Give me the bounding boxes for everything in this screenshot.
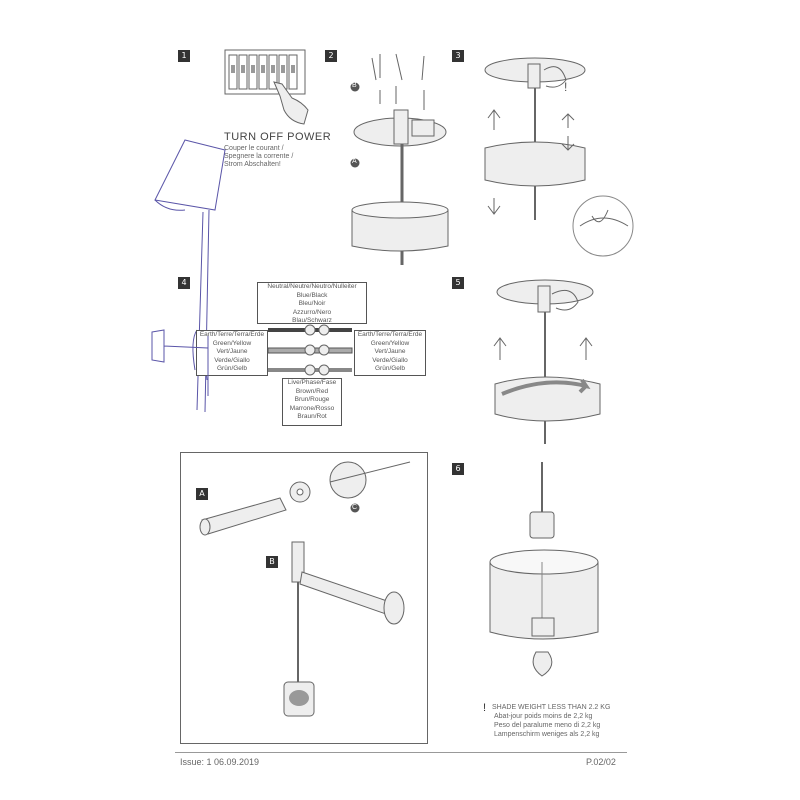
terminal-block-illustration: [267, 324, 353, 376]
hand-icon: [273, 81, 309, 125]
page-number: P.02/02: [586, 757, 616, 767]
step-number-6: 6: [452, 463, 464, 475]
shade-rotate-illustration: [493, 279, 601, 444]
footer-divider: [175, 752, 627, 753]
step-number-5: 5: [452, 277, 464, 289]
inset-label-b: B: [266, 556, 278, 568]
ceiling-plate-mounting-illustration: [351, 53, 449, 265]
shade-weight-warning-it: Peso del paralume meno di 2,2 kg: [494, 722, 601, 729]
shade-raise-illustration: [484, 57, 634, 257]
power-translation-1: Couper le courant /: [224, 145, 284, 152]
label-a-marker: [350, 158, 360, 168]
arrow-down-icon: [487, 198, 501, 215]
inset-label-c-marker: [350, 503, 360, 513]
pen-sketch-wall-arm: [151, 329, 209, 396]
shade-weight-warning-fr: Abat-jour poids moins de 2,2 kg: [494, 713, 593, 720]
inset-assembly-frame: [180, 452, 428, 744]
arrow-up-icon: [493, 337, 507, 360]
step-number-1: 1: [178, 50, 190, 62]
turn-off-power-heading: TURN OFF POWER: [224, 131, 332, 143]
shade-weight-warning-en: SHADE WEIGHT LESS THAN 2.2 KG: [492, 704, 611, 711]
warning-icon: !: [564, 80, 568, 94]
inset-label-c: C: [352, 504, 358, 511]
step-number-2: 2: [325, 50, 337, 62]
arm-tube-a: [199, 461, 411, 536]
arm-tube-b: [283, 541, 405, 717]
label-b: B: [352, 82, 357, 89]
power-translation-2: Spegnere la corrente /: [224, 153, 294, 160]
label-b-marker: [350, 82, 360, 92]
pendant-with-shade-illustration: [489, 462, 599, 677]
power-translation-3: Strom Abschalten!: [224, 161, 281, 168]
label-a: A: [352, 158, 357, 165]
step-number-4: 4: [178, 277, 190, 289]
shade-weight-warning-de: Lampenschirm weniges als 2,2 kg: [494, 731, 600, 738]
arrow-up-icon: [487, 109, 501, 130]
warning-icon: !: [483, 702, 487, 714]
step-number-3: 3: [452, 50, 464, 62]
issue-date: Issue: 1 06.09.2019: [180, 757, 260, 767]
inset-label-a: A: [196, 488, 208, 500]
